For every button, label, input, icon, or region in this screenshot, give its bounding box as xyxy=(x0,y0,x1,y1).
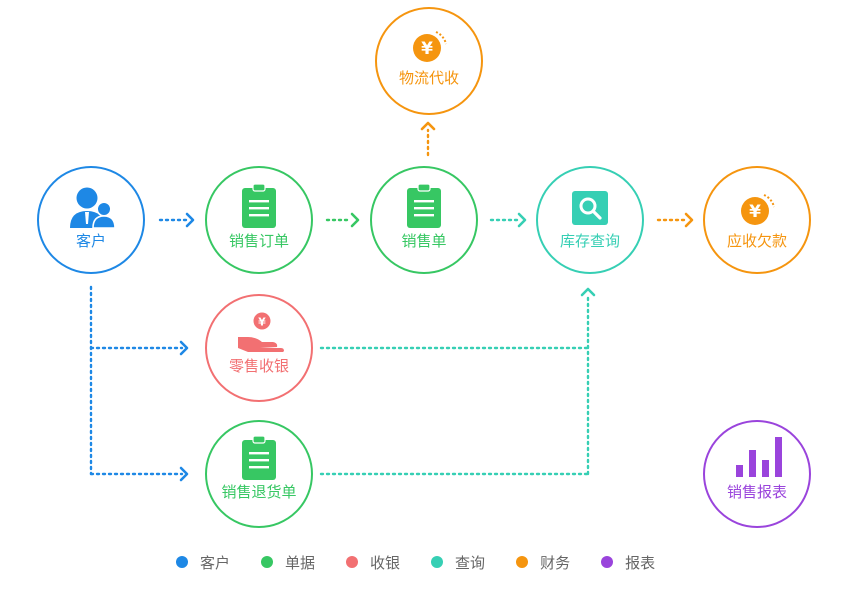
node-retail-checkout[interactable]: ¥ 零售收银 xyxy=(205,294,313,402)
legend-item-finance: 财务 xyxy=(516,552,570,573)
legend: 客户 单据 收银 查询 财务 报表 xyxy=(176,550,686,574)
yuan-coin-icon: ¥ xyxy=(413,31,447,62)
bar-chart-icon xyxy=(736,437,782,477)
node-inventory-query[interactable]: 库存查询 xyxy=(536,166,644,274)
yuan-symbol: ¥ xyxy=(258,316,266,329)
node-label: 客户 xyxy=(76,232,106,250)
arrow-head xyxy=(185,212,195,228)
hand-coin-icon: ¥ xyxy=(238,312,284,352)
legend-label: 客户 xyxy=(200,553,231,572)
legend-label: 报表 xyxy=(625,553,656,572)
arrow-head xyxy=(420,121,436,131)
legend-dot xyxy=(516,556,529,568)
legend-item-query: 查询 xyxy=(431,552,485,573)
node-sales-report[interactable]: 销售报表 xyxy=(703,420,811,528)
legend-dot xyxy=(601,556,614,568)
node-receivables[interactable]: ¥ 应收欠款 xyxy=(703,166,811,274)
legend-label: 查询 xyxy=(455,553,486,572)
legend-dot xyxy=(431,556,444,568)
clipboard-icon xyxy=(242,183,276,228)
legend-dot xyxy=(261,556,274,568)
legend-item-document: 单据 xyxy=(261,552,315,573)
yuan-symbol: ¥ xyxy=(749,202,761,222)
legend-dot xyxy=(176,556,188,568)
node-logistics-cod[interactable]: ¥ 物流代收 xyxy=(375,7,483,115)
node-label: 零售收银 xyxy=(229,357,289,375)
node-sales-slip[interactable]: 销售单 xyxy=(370,166,478,274)
customer-icon xyxy=(70,187,116,229)
magnifier-icon xyxy=(572,191,608,225)
clipboard-icon xyxy=(242,435,276,480)
arrow-head xyxy=(684,212,694,228)
arrow-head xyxy=(517,212,527,228)
node-label: 应收欠款 xyxy=(727,232,787,250)
arrow-head xyxy=(179,340,189,356)
node-sales-order[interactable]: 销售订单 xyxy=(205,166,313,274)
arrow-head xyxy=(580,287,596,297)
arrow-head xyxy=(350,212,360,228)
arrow-head xyxy=(179,466,189,482)
legend-label: 财务 xyxy=(540,553,571,572)
node-label: 销售报表 xyxy=(727,483,787,501)
node-label: 物流代收 xyxy=(399,69,459,87)
yuan-symbol: ¥ xyxy=(421,39,433,59)
legend-label: 收银 xyxy=(370,553,401,572)
node-label: 销售订单 xyxy=(229,232,289,250)
legend-item-checkout: 收银 xyxy=(346,552,400,573)
legend-item-customer: 客户 xyxy=(176,552,230,573)
legend-item-report: 报表 xyxy=(601,552,655,573)
node-label: 销售退货单 xyxy=(221,483,296,501)
legend-dot xyxy=(346,556,359,568)
node-label: 库存查询 xyxy=(560,232,620,250)
legend-label: 单据 xyxy=(285,553,316,572)
clipboard-icon xyxy=(407,183,441,228)
node-sales-return[interactable]: 销售退货单 xyxy=(205,420,313,528)
node-label: 销售单 xyxy=(401,232,446,250)
node-customer[interactable]: 客户 xyxy=(37,166,145,274)
yuan-coin-icon: ¥ xyxy=(741,194,775,225)
